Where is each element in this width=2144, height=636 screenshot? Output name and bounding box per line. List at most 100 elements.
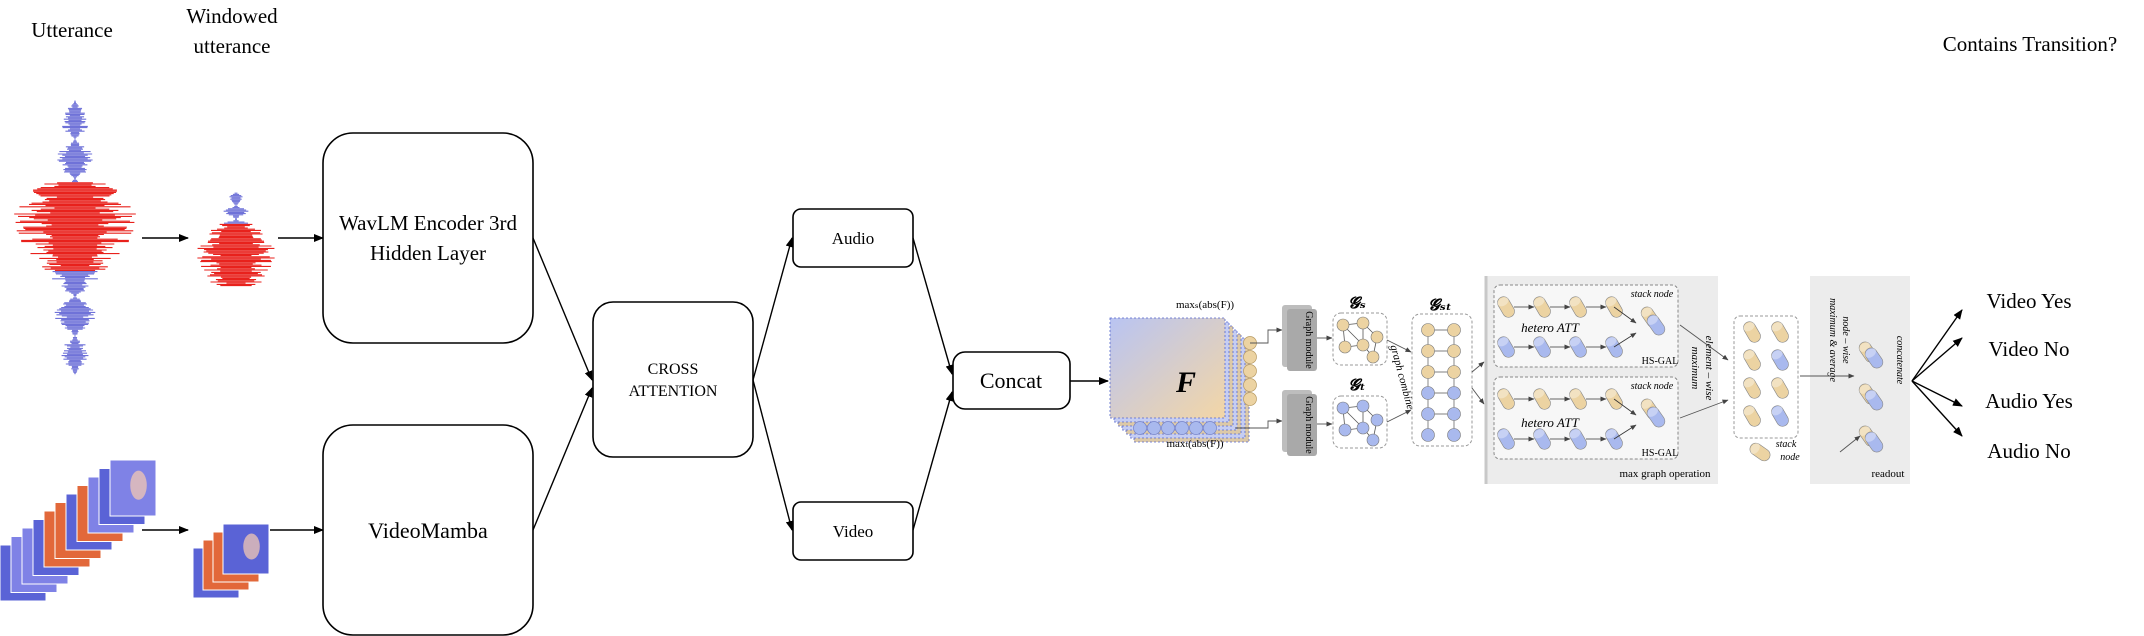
tensor-layer — [1109, 317, 1226, 419]
stack-node-col-label-1: stack — [1776, 439, 1797, 450]
concat-label: Concat — [980, 368, 1042, 393]
gs-graph-frame — [1332, 312, 1388, 366]
node-cylinder — [1533, 296, 1551, 318]
max-t-label: maxₜ(abs(F)) — [1166, 438, 1223, 450]
node-cylinder — [1646, 314, 1666, 336]
tensor-node — [1161, 421, 1175, 435]
node-cylinder — [1771, 349, 1789, 371]
graph-node — [1356, 421, 1370, 435]
arrow-to-video-yes — [1911, 309, 1963, 382]
cross-attention-box — [592, 301, 754, 458]
graph-node — [1356, 316, 1370, 330]
cross-attention-label-line1: CROSS — [648, 361, 699, 378]
node-cylinder — [1569, 388, 1587, 410]
graph-node — [1421, 323, 1435, 337]
graph-module-bottom: Graph module — [1282, 390, 1317, 456]
node-cylinder — [1569, 296, 1587, 318]
att-edge — [1613, 398, 1637, 416]
face-shape — [243, 533, 260, 560]
graph-node — [1336, 318, 1350, 332]
element-wise-label: element – wise — [1703, 336, 1715, 401]
tensor-node — [1175, 421, 1189, 435]
arrow-gs-to-gst — [1386, 339, 1412, 353]
graph-node — [1447, 323, 1461, 337]
arrow-audio-to-concat — [912, 237, 954, 375]
node-cylinder — [1497, 388, 1515, 410]
graph-node — [1356, 338, 1370, 352]
graph-node — [1366, 433, 1380, 447]
readout-nodes — [1858, 341, 1884, 453]
hs-gal-bottom-label: HS-GAL — [1642, 448, 1679, 459]
max-s-label: maxₛ(abs(F)) — [1176, 299, 1234, 311]
node-cylinder — [1533, 388, 1551, 410]
node-cylinder — [1569, 336, 1587, 358]
graph-node — [1338, 423, 1352, 437]
gs-label: 𝓖ₛ — [1348, 295, 1366, 312]
windowed-video-frames — [192, 523, 270, 599]
video-label: Video — [833, 522, 874, 541]
graph-node — [1421, 344, 1435, 358]
f-symbol: F — [1175, 366, 1196, 399]
utterance-label: Utterance — [31, 18, 113, 42]
graph-module-bottom-label: Graph module — [1303, 396, 1314, 454]
node-cylinder — [1533, 336, 1551, 358]
arrow-video-to-concat — [912, 391, 954, 531]
graph-module-top: Graph module — [1282, 305, 1317, 371]
node-cylinder — [1743, 405, 1761, 427]
arrow-gst-to-hsgal-top — [1471, 361, 1485, 373]
node-cylinder — [1743, 321, 1761, 343]
tensor-node — [1243, 350, 1257, 364]
arrow-gt-to-gst — [1386, 409, 1412, 423]
graph-node — [1370, 413, 1384, 427]
max-graph-operation-label: max graph operation — [1619, 468, 1711, 480]
graph-node — [1447, 407, 1461, 421]
cross-attention-label-line2: ATTENTION — [629, 383, 718, 400]
stack-node-col-label-2: node — [1780, 452, 1800, 463]
windowed-label-line1: Windowed — [186, 4, 278, 28]
att-edge — [1613, 332, 1637, 348]
tensor-node — [1133, 421, 1147, 435]
video-box — [792, 501, 914, 561]
node-cylinder — [1771, 405, 1789, 427]
wavlm-label-line1: WavLM Encoder 3rd — [339, 211, 517, 235]
maximum-label: maximum — [1689, 347, 1701, 390]
graph-module-top-label: Graph module — [1303, 311, 1314, 369]
node-cylinder — [1743, 349, 1761, 371]
att-edge — [1613, 424, 1637, 440]
arrow-stacknode-to-readout — [1839, 435, 1861, 453]
windowed-label-line2: utterance — [194, 34, 271, 58]
concatenate-label: concatenate — [1894, 336, 1905, 385]
graph-node — [1447, 386, 1461, 400]
node-cylinder — [1497, 336, 1515, 358]
videomamba-label: VideoMamba — [368, 518, 488, 543]
arrow-to-audio-yes — [1911, 380, 1963, 407]
hetero-att-bottom-label: hetero ATT — [1521, 415, 1579, 430]
arrow-wavlm-to-cross — [532, 237, 593, 381]
arrow-f-to-graph-module-bottom — [1235, 418, 1283, 429]
graph-node — [1421, 365, 1435, 379]
face-shape — [130, 470, 147, 500]
graph-node — [1421, 407, 1435, 421]
graph-node — [1356, 399, 1370, 413]
node-wise-label: node – wise — [1840, 316, 1851, 364]
gst-graph-frame — [1411, 313, 1473, 447]
graph-node — [1370, 330, 1384, 344]
wavlm-encoder-box — [322, 132, 534, 344]
gt-label: 𝓖ₜ — [1348, 377, 1365, 394]
output-audio-no: Audio No — [1987, 439, 2070, 463]
graph-node — [1421, 428, 1435, 442]
node-cylinder — [1743, 377, 1761, 399]
arrow-hsgal-top-to-stack — [1679, 324, 1729, 361]
tensor-node — [1203, 421, 1217, 435]
hs-gal-top-label: HS-GAL — [1642, 356, 1679, 367]
feature-tensor-F — [1109, 317, 1257, 443]
graph-node — [1447, 365, 1461, 379]
arrow-cross-to-audio — [752, 237, 794, 381]
node-cylinder — [1497, 296, 1515, 318]
node-cylinder — [1497, 428, 1515, 450]
tensor-node — [1243, 392, 1257, 406]
hs-gal-bottom-nodes — [1497, 388, 1666, 450]
stack-node-top-label: stack node — [1631, 289, 1674, 300]
audio-label: Audio — [832, 229, 875, 248]
node-cylinder — [1646, 406, 1666, 428]
